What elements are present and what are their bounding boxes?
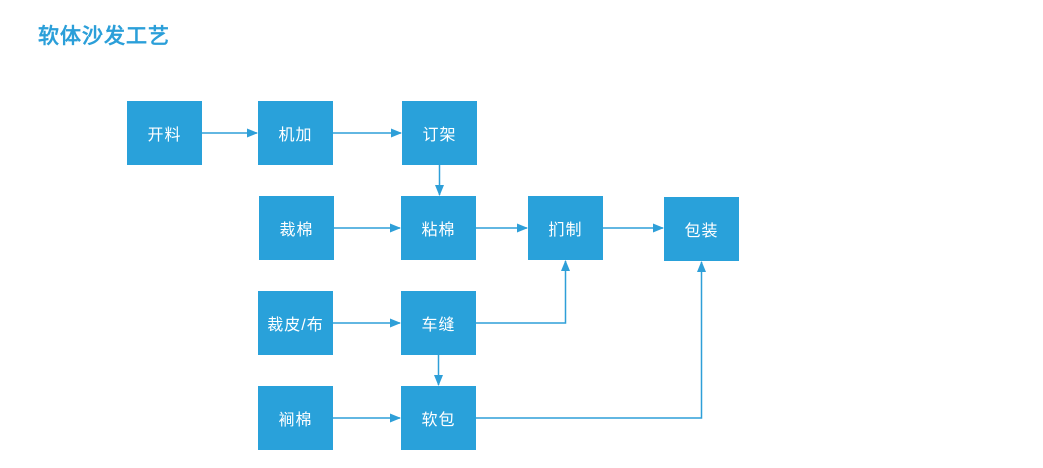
flow-node-label: 订架 — [422, 127, 457, 144]
diagram-title: 软体沙发工艺 — [38, 25, 170, 48]
flow-node-menzhi: 扪制 — [528, 196, 603, 260]
flow-node-baozhuang: 包装 — [664, 197, 739, 261]
flow-node-label: 扪制 — [548, 222, 583, 239]
flow-node-ruanbao: 软包 — [401, 386, 476, 450]
flow-node-kailiao: 开料 — [127, 101, 202, 165]
flow-node-label: 机加 — [278, 127, 313, 144]
flow-node-caimian: 裁棉 — [259, 196, 334, 260]
flow-node-label: 裥棉 — [278, 412, 313, 429]
flow-node-label: 软包 — [421, 412, 456, 429]
flow-node-dingjia: 订架 — [402, 101, 477, 165]
connector-chefeng-menzhi — [476, 260, 570, 324]
connector-ruanbao-baozhuang — [476, 261, 706, 419]
flow-node-label: 车缝 — [421, 317, 456, 334]
flow-node-label: 粘棉 — [421, 222, 456, 239]
flow-node-zhanmian: 粘棉 — [401, 196, 476, 260]
flow-node-label: 包装 — [684, 223, 719, 240]
flow-node-caipibu: 裁皮/布 — [258, 291, 333, 355]
flow-node-jianmian: 裥棉 — [258, 386, 333, 450]
flow-node-jijia: 机加 — [258, 101, 333, 165]
flow-node-label: 裁棉 — [279, 222, 314, 239]
flow-node-chefeng: 车缝 — [401, 291, 476, 355]
flow-node-label: 裁皮/布 — [267, 317, 324, 334]
flow-node-label: 开料 — [147, 127, 182, 144]
